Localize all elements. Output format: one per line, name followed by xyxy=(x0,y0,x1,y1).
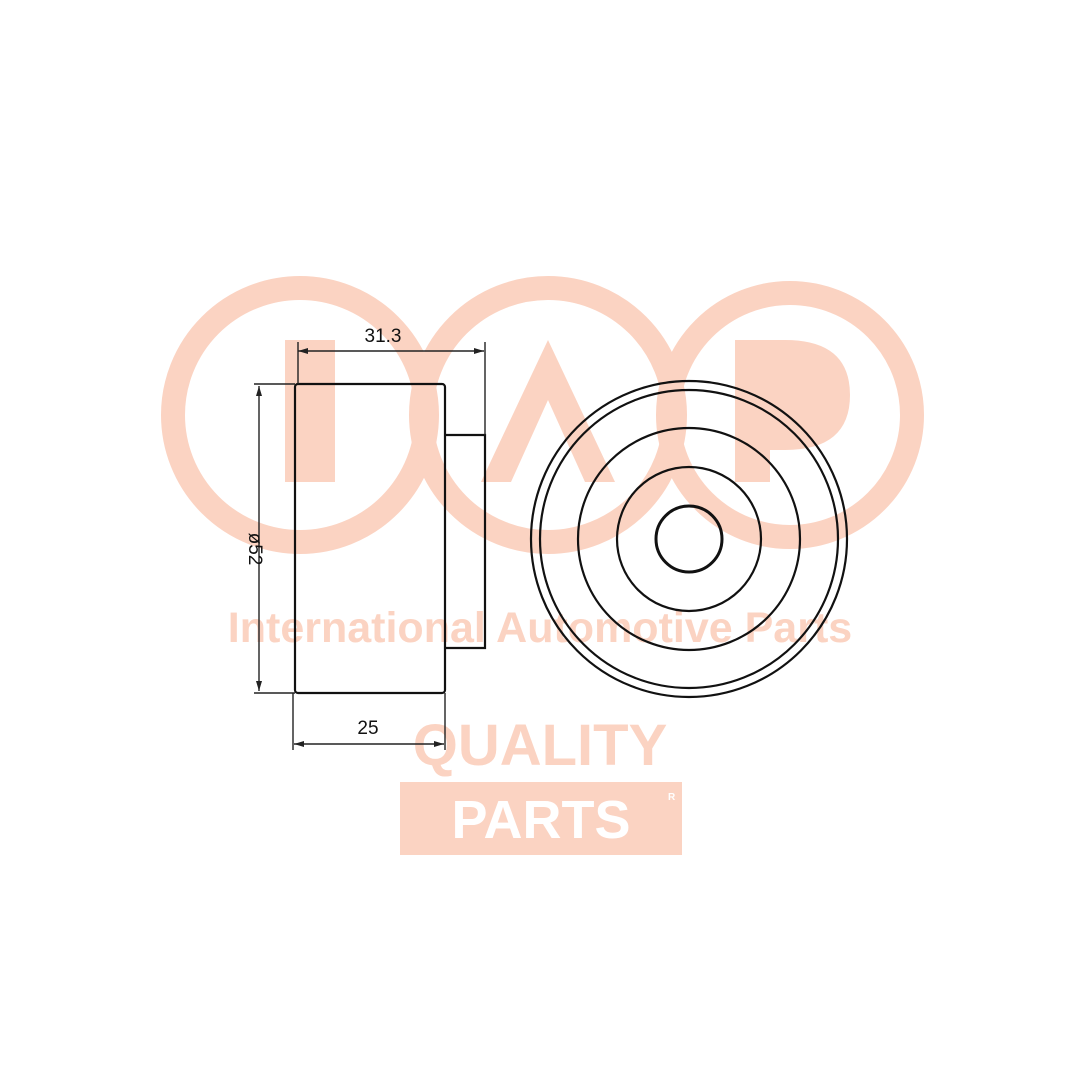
brand-line-text: International Automotive Parts xyxy=(228,604,852,652)
dimension-line-body-width xyxy=(292,693,446,750)
bearing-inner-circle xyxy=(615,465,763,613)
logo-letter-i xyxy=(285,340,335,482)
front-view xyxy=(529,379,849,699)
dimension-line-diameter xyxy=(254,383,295,694)
hub-outline xyxy=(445,433,487,650)
outer-rim-circle xyxy=(529,379,849,699)
parts-text: PARTS xyxy=(451,790,630,850)
pulley-body-outline xyxy=(293,382,447,695)
dimension-overall-width-label: 31.3 xyxy=(365,326,402,347)
iap-logo-watermark: International Automotive Parts QUALITY P… xyxy=(161,276,924,855)
bore-circle xyxy=(654,504,724,574)
bearing-outer-circle xyxy=(576,426,802,652)
logo-circle-a xyxy=(409,276,687,554)
side-view: 31.3 ø52 25 xyxy=(244,326,487,750)
rim-edge-circle xyxy=(538,388,840,690)
logo-circle-p xyxy=(656,281,924,549)
logo-letter-a xyxy=(481,340,615,482)
parts-banner xyxy=(400,782,682,855)
dimension-line-overall-width xyxy=(297,342,486,435)
registered-mark: R xyxy=(668,792,676,803)
dimension-body-width-label: 25 xyxy=(357,718,378,739)
quality-text: QUALITY xyxy=(413,713,668,778)
logo-letter-p xyxy=(735,340,850,482)
dimension-diameter-label: ø52 xyxy=(244,533,265,566)
